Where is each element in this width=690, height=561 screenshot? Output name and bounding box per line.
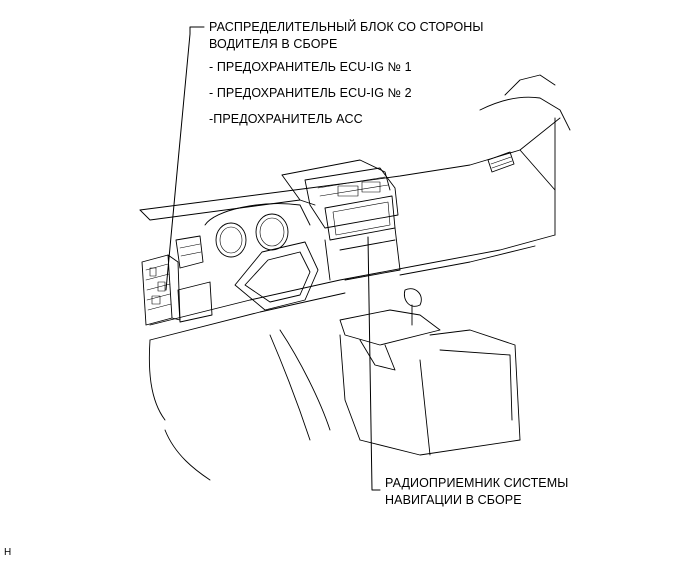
fuse-ecu-ig2-label: - ПРЕДОХРАНИТЕЛЬ ECU-IG № 2 [209,86,412,100]
driver-block-label-line2: ВОДИТЕЛЯ В СБОРЕ [209,37,338,51]
leader-radio [367,236,381,491]
leader-driver-block [165,26,205,291]
driver-block-label-line1: РАСПРЕДЕЛИТЕЛЬНЫЙ БЛОК СО СТОРОНЫ [209,20,484,34]
dashboard-outline [139,74,571,481]
radio-label-line2: НАВИГАЦИИ В СБОРЕ [385,493,522,507]
radio-label-line1: РАДИОПРИЕМНИК СИСТЕМЫ [385,476,569,490]
fuse-ecu-ig1-label: - ПРЕДОХРАНИТЕЛЬ ECU-IG № 1 [209,60,412,74]
driver-junction-block [141,254,181,326]
center-stack [281,159,401,281]
figure-code: H [4,547,12,558]
center-console [339,288,521,456]
fuse-acc-label: -ПРЕДОХРАНИТЕЛЬ ACC [209,112,363,126]
